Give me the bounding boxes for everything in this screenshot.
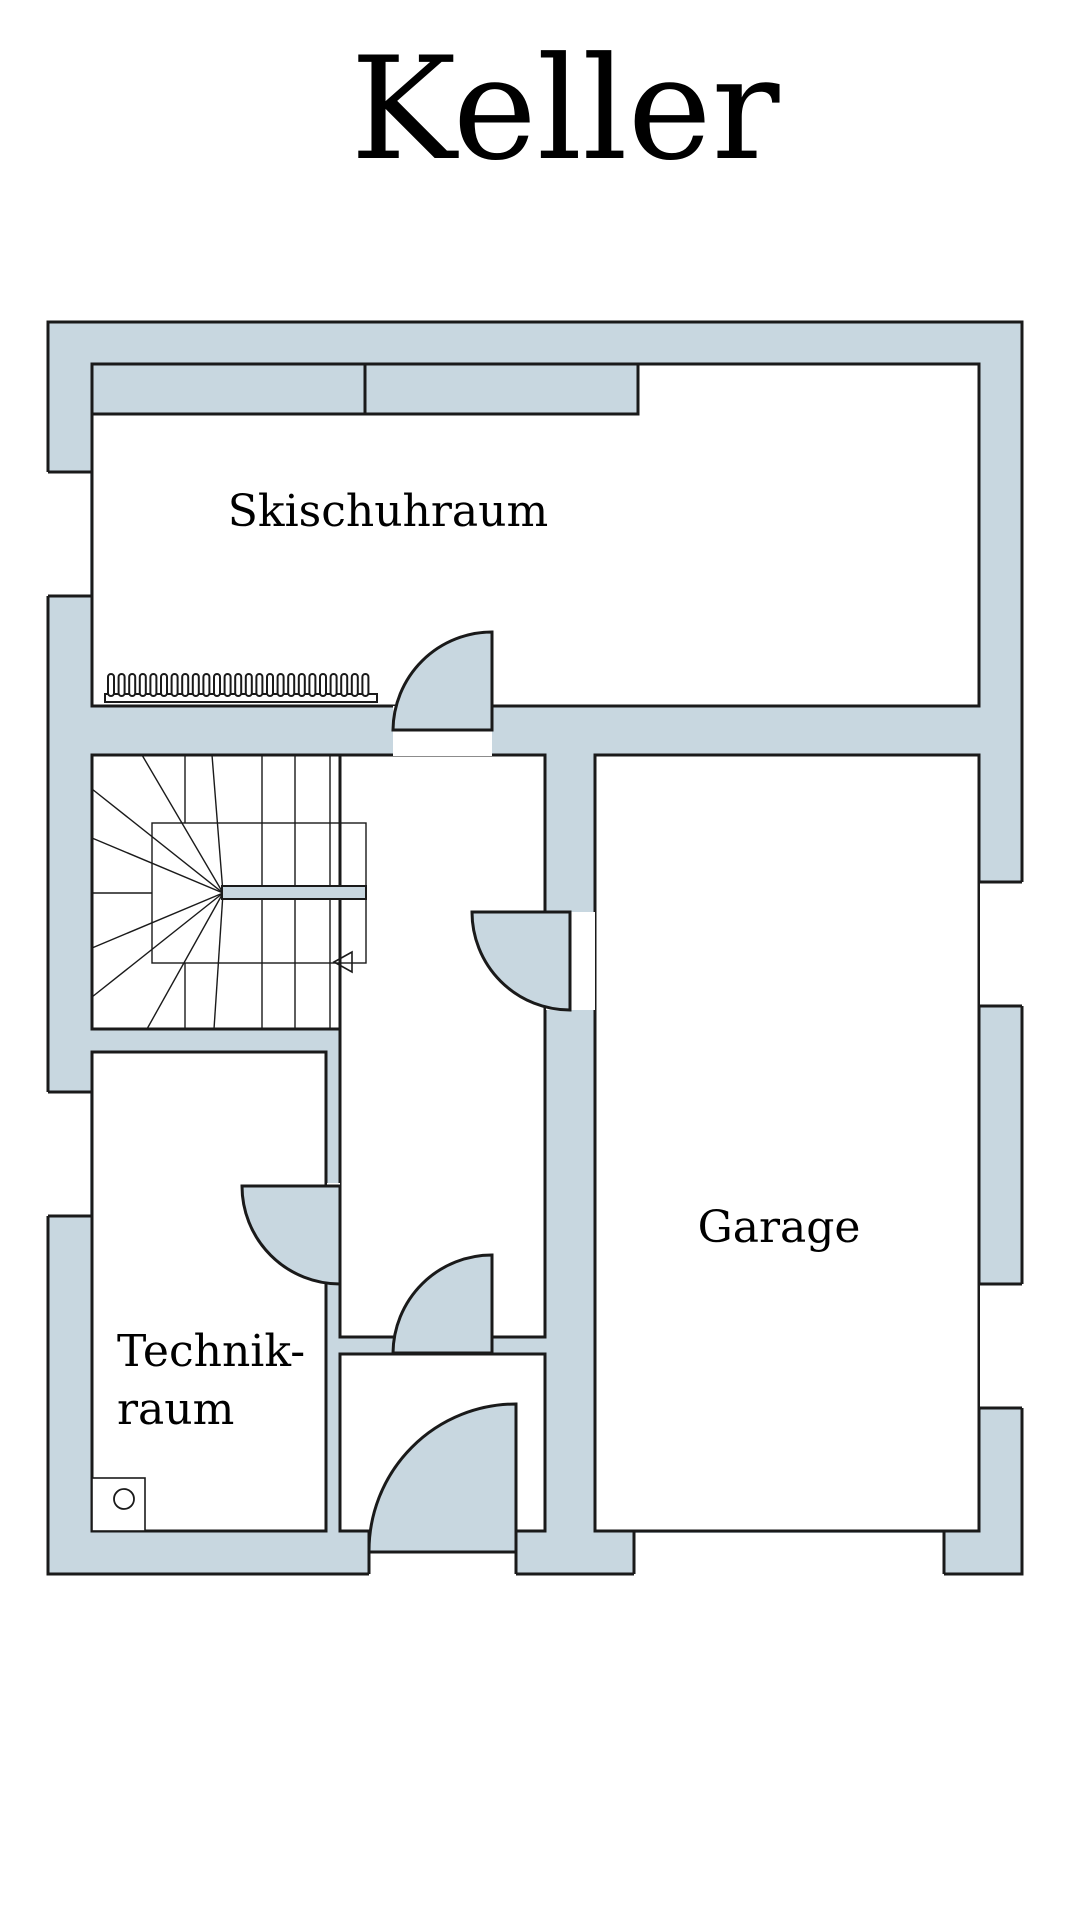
- stair-handrail: [221, 885, 367, 900]
- window-opening: [980, 1284, 1030, 1408]
- radiator-fin: [107, 673, 115, 697]
- room-skischuhraum: [90, 362, 981, 708]
- radiator-fin: [297, 673, 306, 697]
- radiator-fin: [287, 673, 296, 697]
- door-vestibule: [391, 1253, 494, 1355]
- radiator-fin: [213, 673, 221, 697]
- radiator-fin: [149, 673, 158, 697]
- radiator-fin: [223, 673, 232, 697]
- door-garage: [470, 910, 572, 1012]
- shelf-unit: [363, 362, 640, 416]
- radiator-fin: [128, 673, 137, 697]
- door-technikraum: [240, 1184, 342, 1286]
- stair-direction-arrow: [332, 950, 353, 974]
- label-skischuhraum: Skischuhraum: [228, 486, 548, 537]
- radiator-fin: [340, 673, 349, 697]
- radiator-fin: [308, 673, 317, 697]
- window-opening: [40, 1092, 90, 1216]
- radiator-fin: [138, 673, 147, 697]
- radiator-fin: [202, 673, 211, 697]
- radiator-fin: [319, 673, 327, 697]
- radiator-fin: [191, 673, 200, 697]
- door-skischuhraum: [391, 630, 494, 732]
- radiator-fin: [170, 673, 179, 697]
- radiator-fin: [234, 673, 243, 697]
- radiator-fin: [361, 673, 370, 697]
- boiler-unit: [91, 1477, 146, 1532]
- radiator-fin: [181, 673, 190, 697]
- radiator-fin: [117, 673, 126, 697]
- shelf-unit: [90, 362, 367, 416]
- radiator-fin: [276, 673, 285, 697]
- label-technikraum-line2: raum: [117, 1384, 234, 1435]
- radiator-fin: [350, 673, 359, 697]
- room-corridor: [338, 753, 547, 1339]
- label-technikraum-line1: Technik-: [117, 1326, 305, 1377]
- radiator-fin: [160, 673, 168, 697]
- radiator-fin: [255, 673, 264, 697]
- radiator-fin: [266, 673, 274, 697]
- staircase: [91, 754, 367, 1030]
- room-technikraum: [90, 1050, 328, 1533]
- window-opening: [980, 882, 1030, 1006]
- page-title: Keller: [350, 27, 779, 192]
- radiator: [104, 673, 378, 703]
- garage-door-opening: [634, 1533, 944, 1583]
- label-garage: Garage: [698, 1202, 861, 1253]
- boiler-icon: [113, 1488, 135, 1510]
- window-opening: [40, 472, 90, 596]
- radiator-fin: [329, 673, 338, 697]
- radiator-fin: [244, 673, 253, 697]
- room-garage: [593, 753, 981, 1533]
- door-entrance: [367, 1402, 518, 1554]
